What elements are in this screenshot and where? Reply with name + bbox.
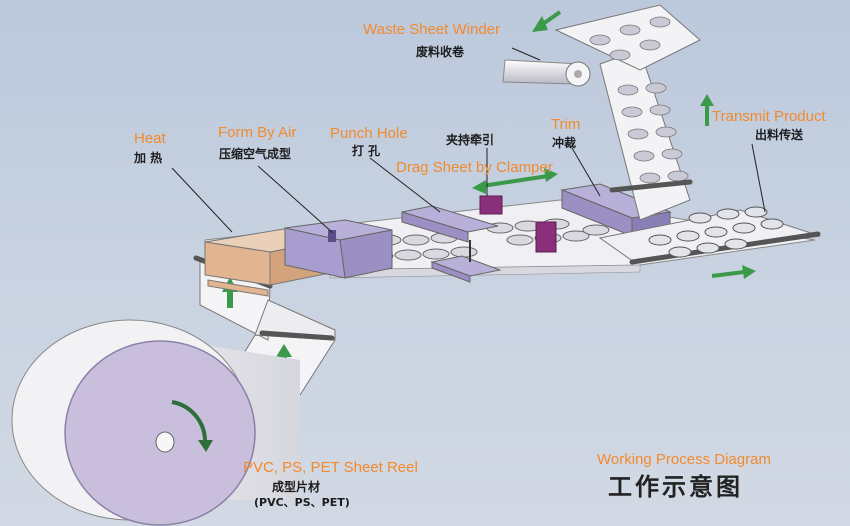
- output-arrow-icon: [711, 265, 756, 279]
- roller-bar: [259, 330, 335, 341]
- sheet-reel-cn-label: 成型片材: [272, 480, 321, 494]
- trim-label: Trim: [551, 116, 581, 133]
- form-by-air-cn-label: 压缩空气成型: [219, 147, 292, 161]
- drag-sheet-cn-label: 夹持牵引: [446, 133, 495, 147]
- waste-winder-label: Waste Sheet Winder: [363, 21, 500, 38]
- forming-station: [284, 219, 393, 279]
- form-by-air-label: Form By Air: [218, 124, 297, 141]
- sheet-reel-sub-label: (PVC、PS、PET): [254, 496, 350, 509]
- winder-arrow-icon: [532, 10, 714, 126]
- roller-bar: [609, 179, 693, 193]
- waste-sheet: [554, 4, 701, 221]
- heat-cn-label: 加 热: [134, 151, 163, 165]
- transmit-product-cn-label: 出料传送: [755, 128, 804, 142]
- punch-station: [401, 205, 502, 283]
- drag-arrow-icon: [472, 168, 558, 194]
- heat-label: Heat: [134, 130, 166, 147]
- waste-winder-cn-label: 废料收卷: [416, 45, 465, 59]
- sheet-reel-label: PVC, PS, PET Sheet Reel: [243, 459, 418, 476]
- winder-roll: [502, 59, 591, 87]
- rotation-arrow-icon: [198, 440, 213, 452]
- output-conveyor: [598, 206, 821, 265]
- trim-cn-label: 冲裁: [552, 136, 577, 150]
- clamper: [479, 195, 557, 253]
- sheet-reel: [11, 319, 300, 526]
- transmit-product-label: Transmit Product: [712, 108, 826, 125]
- punch-hole-label: Punch Hole: [330, 125, 408, 142]
- drag-sheet-label: Drag Sheet by Clamper: [396, 159, 553, 176]
- diagram-title-label: Working Process Diagram: [597, 451, 771, 468]
- diagram-title-cn: 工作示意图: [608, 473, 743, 501]
- punch-hole-cn-label: 打 孔: [352, 144, 381, 158]
- air-nozzle: [328, 230, 336, 242]
- leader-lines: [171, 47, 766, 234]
